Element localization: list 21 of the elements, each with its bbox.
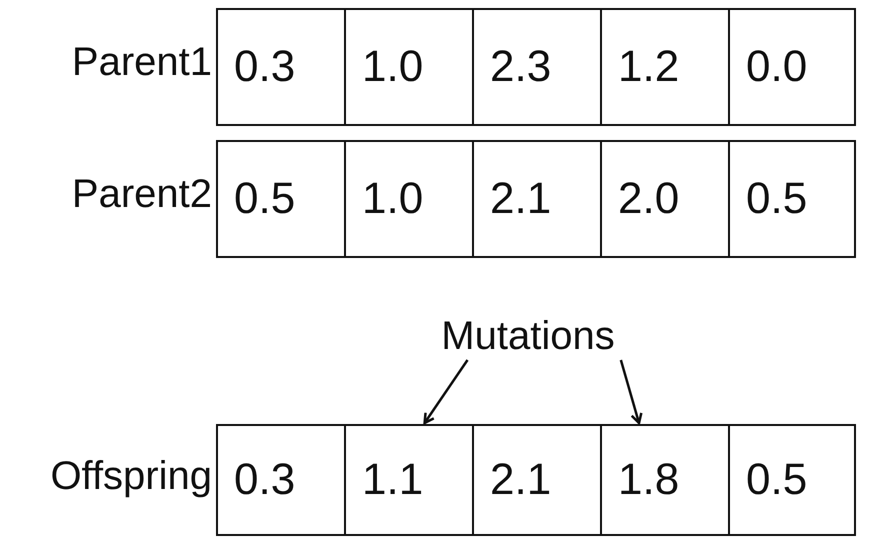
gene-cell: 1.1 — [344, 424, 474, 536]
gene-cell: 0.5 — [728, 140, 856, 258]
gene-cell: 2.0 — [600, 140, 730, 258]
gene-cell: 2.1 — [472, 424, 602, 536]
arrow — [423, 359, 469, 424]
gene-cell: 1.0 — [344, 8, 474, 126]
row-label: Parent1 — [72, 40, 212, 85]
gene-cell: 0.3 — [216, 8, 346, 126]
arrow — [620, 360, 643, 424]
gene-cell: 2.3 — [472, 8, 602, 126]
annotation-text: Mutations — [420, 312, 636, 360]
gene-cell: 0.5 — [728, 424, 856, 536]
row-label: Parent2 — [72, 172, 212, 217]
gene-cell: 0.3 — [216, 424, 346, 536]
row-label: Offspring — [50, 454, 212, 499]
gene-cell: 0.5 — [216, 140, 346, 258]
gene-cell: 1.0 — [344, 140, 474, 258]
gene-cell: 1.2 — [600, 8, 730, 126]
gene-cell: 0.0 — [728, 8, 856, 126]
gene-cell: 2.1 — [472, 140, 602, 258]
gene-cell: 1.8 — [600, 424, 730, 536]
